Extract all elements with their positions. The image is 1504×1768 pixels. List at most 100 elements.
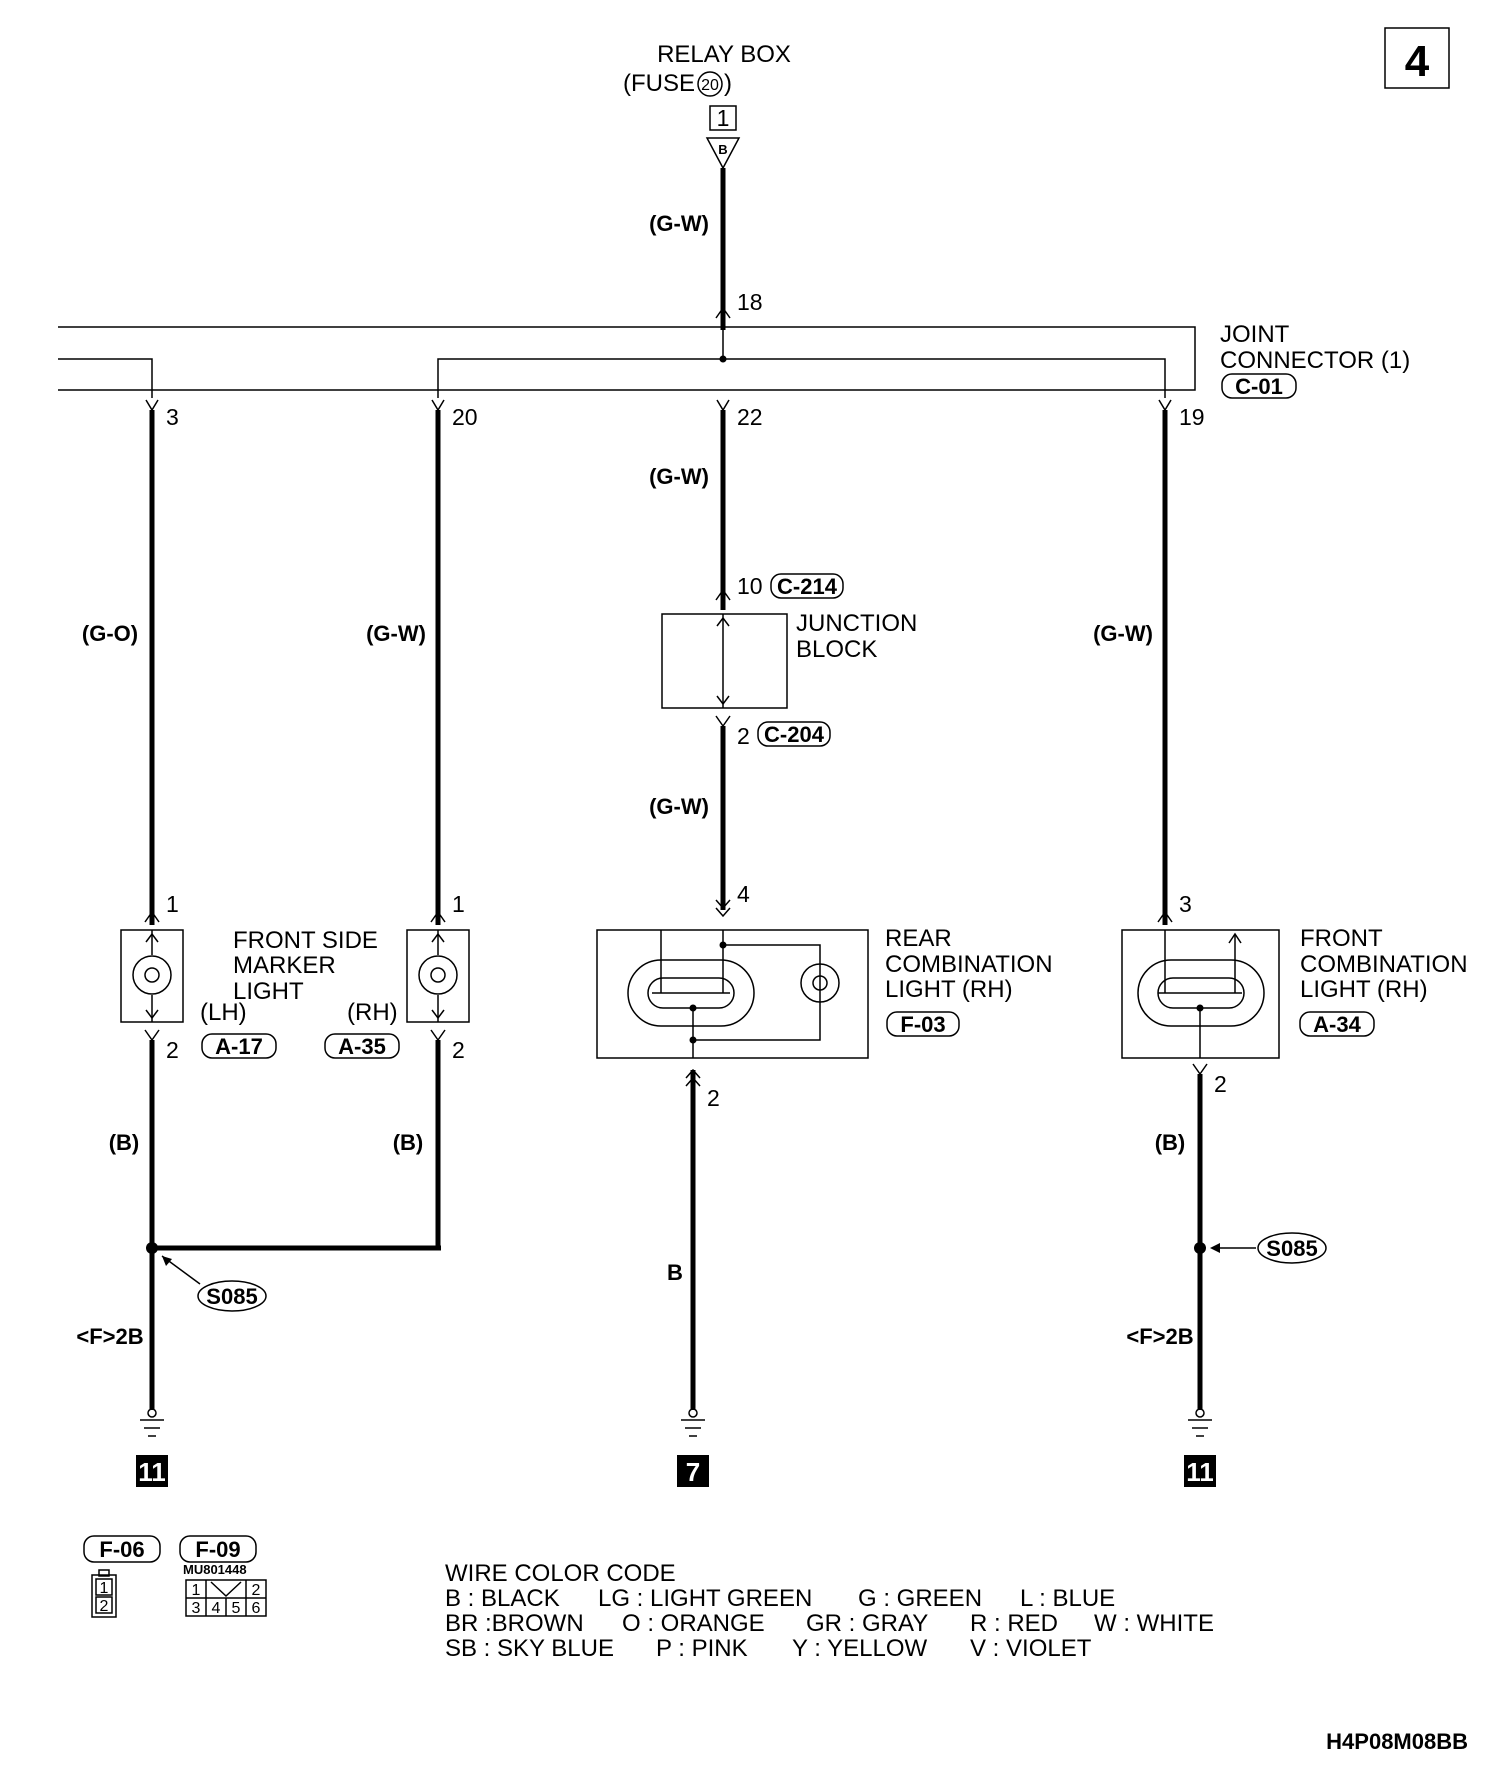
lh-marker-pin-out: 2 (166, 1037, 179, 1063)
ground-right-number: 11 (1186, 1457, 1214, 1487)
wire-label-rh-marker-ground: (B) (393, 1130, 424, 1155)
junction-block-title-1: JUNCTION (796, 610, 917, 637)
wire-color-g: G : GREEN (858, 1585, 982, 1612)
rh-marker-code: A-35 (338, 1034, 386, 1059)
wire-color-sb: SB : SKY BLUE (445, 1635, 614, 1662)
wire-label-joint-to-junction: (G-W) (649, 464, 709, 489)
rear-combo-title-3: LIGHT (RH) (885, 976, 1013, 1003)
rh-marker-pin-out: 2 (452, 1037, 465, 1063)
joint-output-pins: 3 20 22 19 (145, 399, 1205, 430)
wire-label-front-combo-feed: (G-W) (1093, 621, 1153, 646)
wire-color-v: V : VIOLET (970, 1635, 1092, 1662)
lh-marker-code: A-17 (215, 1034, 263, 1059)
splice-right-label: S085 (1266, 1236, 1317, 1261)
rh-marker-bulb-icon (418, 955, 458, 995)
connector-f09-pin-2: 2 (252, 1582, 261, 1599)
wire-label-junction-to-rear: (G-W) (649, 794, 709, 819)
front-side-marker-title-1: FRONT SIDE (233, 927, 378, 954)
splice-left-label: S085 (206, 1284, 257, 1309)
front-combo-code: A-34 (1313, 1012, 1361, 1037)
ground-left-number: 11 (138, 1457, 166, 1487)
front-combo-title-1: FRONT (1300, 925, 1383, 952)
front-side-marker-title-3: LIGHT (233, 978, 304, 1005)
relay-box-connector-letter: B (718, 142, 727, 157)
connector-f09-pin-1: 1 (192, 1582, 201, 1599)
relay-box-terminal: 1 (717, 105, 730, 131)
wire-label-rh-marker-feed: (G-W) (366, 621, 426, 646)
rear-combo-side-bulb-icon (800, 963, 840, 1003)
connector-f09-code: F-09 (195, 1537, 240, 1562)
joint-pin-in: 18 (737, 289, 763, 315)
front-combo-pin-in: 3 (1179, 891, 1192, 917)
ground-right-icon (1188, 1408, 1212, 1437)
relay-box-title: RELAY BOX (657, 41, 791, 68)
rear-combo-pin-in: 4 (737, 881, 750, 907)
front-combination-light: FRONT COMBINATION LIGHT (RH) A-34 (1121, 925, 1468, 1059)
junction-out-code: C-204 (764, 722, 825, 747)
front-combo-title-2: COMBINATION (1300, 951, 1468, 978)
joint-pin-out-3: 3 (166, 404, 179, 430)
rh-marker-pin-in: 1 (452, 891, 465, 917)
fuse-number: 20 (701, 77, 719, 94)
rear-combo-title-1: REAR (885, 925, 952, 952)
wire-color-gr: GR : GRAY (806, 1610, 928, 1637)
connector-f09-pin-3: 3 (192, 1600, 201, 1617)
front-side-marker-lh: (LH) (200, 999, 247, 1026)
ground-middle-icon (681, 1408, 705, 1437)
junction-block-title-2: BLOCK (796, 636, 877, 663)
relay-box: RELAY BOX (FUSE 20 ) 1 B (623, 41, 791, 170)
connector-f06-pin-2: 2 (100, 1598, 109, 1615)
wire-color-code-legend: WIRE COLOR CODE B : BLACK LG : LIGHT GRE… (445, 1560, 1214, 1662)
wire-label-lh-marker-feed: (G-O) (82, 621, 138, 646)
connector-f06-pin-1: 1 (100, 1580, 109, 1597)
wire-color-w: W : WHITE (1094, 1610, 1214, 1637)
junction-in-code: C-214 (777, 574, 838, 599)
wire-label-relay-to-joint: (G-W) (649, 211, 709, 236)
front-combo-pin-out: 2 (1214, 1071, 1227, 1097)
wire-color-r: R : RED (970, 1610, 1058, 1637)
rear-combo-pin-out: 2 (707, 1085, 720, 1111)
wire-label-front-combo-ground: (B) (1155, 1130, 1186, 1155)
page-code: H4P08M08BB (1326, 1729, 1468, 1754)
wire-color-b: B : BLACK (445, 1585, 560, 1612)
rh-marker-light (406, 929, 470, 1023)
wire-label-lh-marker-ground: (B) (109, 1130, 140, 1155)
front-combo-bulb-icon (1137, 959, 1265, 1027)
connector-f06-code: F-06 (99, 1537, 144, 1562)
wire-color-o: O : ORANGE (622, 1610, 765, 1637)
connector-f09-pin-6: 6 (252, 1600, 261, 1617)
wire-color-l: L : BLUE (1020, 1585, 1115, 1612)
wire-color-lg: LG : LIGHT GREEN (598, 1585, 812, 1612)
front-side-marker-title-2: MARKER (233, 952, 336, 979)
front-combo-title-3: LIGHT (RH) (1300, 976, 1428, 1003)
joint-pin-out-20: 20 (452, 404, 478, 430)
connector-f09-pin-5: 5 (232, 1600, 241, 1617)
junction-pin-out: 2 (737, 723, 750, 749)
joint-connector-code: C-01 (1235, 374, 1283, 399)
wire-color-y: Y : YELLOW (792, 1635, 928, 1662)
connector-f09-pin-4: 4 (212, 1600, 221, 1617)
connector-views: F-06 1 2 F-09 MU801448 1 2 3 4 5 6 (83, 1535, 267, 1618)
connector-f09-part: MU801448 (183, 1562, 247, 1577)
ground-right-wire-label: <F>2B (1126, 1324, 1193, 1349)
joint-connector: JOINT CONNECTOR (1) C-01 (58, 321, 1410, 399)
splice-right-point (1194, 1242, 1206, 1254)
rear-combo-code: F-03 (900, 1012, 945, 1037)
wire-color-br: BR :BROWN (445, 1610, 584, 1637)
lh-marker-bulb-icon (132, 955, 172, 995)
joint-pin-out-22: 22 (737, 404, 763, 430)
rear-combo-bulb-icon (627, 959, 755, 1027)
splice-left-point (146, 1242, 158, 1254)
joint-pin-out-19: 19 (1179, 404, 1205, 430)
joint-connector-title-2: CONNECTOR (1) (1220, 347, 1410, 374)
relay-box-fuse-suffix: ) (724, 70, 732, 97)
ground-left-icon (140, 1408, 164, 1437)
rear-combination-light: REAR COMBINATION LIGHT (RH) F-03 (596, 925, 1053, 1059)
page-number: 4 (1405, 37, 1430, 86)
junction-pin-in: 10 (737, 573, 763, 599)
relay-box-fuse-prefix: (FUSE (623, 70, 695, 97)
page-number-box: 4 (1384, 27, 1450, 89)
lh-marker-light (120, 929, 184, 1023)
